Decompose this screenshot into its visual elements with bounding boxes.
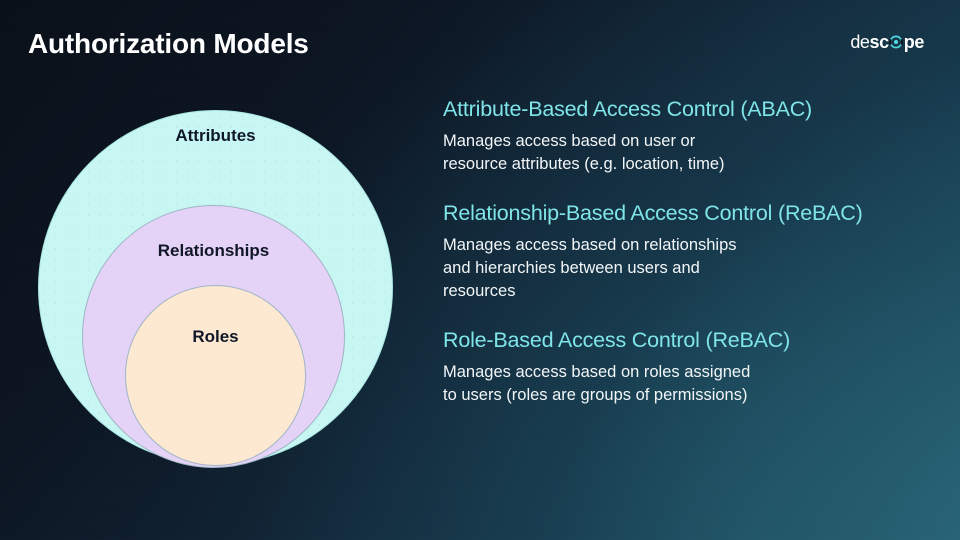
model-item-abac: Attribute-Based Access Control (ABAC) Ma…	[443, 96, 953, 177]
model-description-abac: Manages access based on user or resource…	[443, 131, 725, 174]
authorization-models-list: Attribute-Based Access Control (ABAC) Ma…	[443, 96, 953, 431]
logo-text-de: de	[850, 32, 870, 52]
venn-circle-roles	[125, 285, 306, 466]
venn-label-attributes: Attributes	[175, 126, 256, 145]
logo-text-pe: pe	[903, 32, 925, 52]
nested-circles-venn: Attributes Relationships Roles	[0, 0, 440, 540]
model-item-rbac: Role-Based Access Control (ReBAC) Manage…	[443, 327, 953, 408]
venn-label-roles: Roles	[192, 327, 239, 346]
model-description-rebac: Manages access based on relationships an…	[443, 235, 737, 301]
model-heading-rbac: Role-Based Access Control (ReBAC)	[443, 327, 791, 352]
page-title: Authorization Models	[28, 28, 309, 59]
model-heading-abac: Attribute-Based Access Control (ABAC)	[443, 97, 812, 121]
descope-o-icon	[889, 35, 904, 49]
model-item-rebac: Relationship-Based Access Control (ReBAC…	[443, 200, 953, 304]
logo-text-sc: sc	[869, 32, 890, 52]
model-heading-rebac: Relationship-Based Access Control (ReBAC…	[443, 200, 863, 225]
model-description-rbac: Manages access based on roles assigned t…	[443, 362, 751, 405]
venn-label-relationships: Relationships	[157, 241, 270, 260]
